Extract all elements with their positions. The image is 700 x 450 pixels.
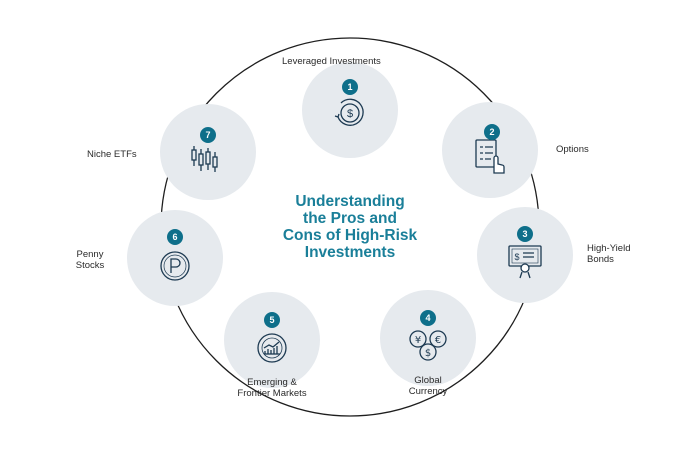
node-circle-6	[127, 210, 223, 306]
label-line: High-Yield	[587, 243, 631, 254]
penny-coin-icon	[160, 251, 190, 281]
node-circle-2	[442, 102, 538, 198]
step-badge-5: 5	[264, 312, 280, 328]
title-line: the Pros and	[303, 210, 397, 227]
label-line: Stocks	[75, 259, 105, 271]
step-badge-4: 4	[420, 310, 436, 326]
svg-text:$: $	[425, 348, 431, 359]
label-line: Emerging &	[247, 377, 297, 388]
label-options: Options	[556, 144, 589, 156]
svg-text:$: $	[514, 252, 519, 262]
node-circle-5	[224, 292, 320, 388]
label-line: Currency	[408, 385, 448, 397]
currency-coins-icon: ¥ € $	[409, 330, 447, 361]
label-line: Bonds	[587, 253, 614, 265]
svg-text:€: €	[435, 335, 441, 346]
dollar-cycle-icon: $	[334, 98, 364, 126]
svg-text:¥: ¥	[415, 335, 421, 346]
title-line: Cons of High-Risk	[282, 227, 418, 244]
node-circle-1	[302, 62, 398, 158]
label-line: Leveraged Investments	[282, 56, 381, 67]
step-badge-1: 1	[342, 79, 358, 95]
label-emerging-frontier-markets: Emerging & Frontier Markets	[222, 377, 322, 399]
candlestick-icon	[191, 146, 218, 172]
bond-certificate-icon: $	[508, 245, 542, 279]
label-niche-etfs: Niche ETFs	[87, 149, 137, 161]
svg-text:$: $	[347, 108, 353, 120]
label-line: Penny	[76, 249, 104, 260]
label-high-yield-bonds: High-Yield Bonds	[587, 243, 631, 265]
checklist-hand-icon	[475, 139, 505, 174]
label-line: Global	[414, 375, 442, 386]
node-circle-4	[380, 290, 476, 386]
growth-chart-icon	[257, 333, 287, 363]
title-line: Understanding	[295, 193, 405, 210]
label-penny-stocks: Penny Stocks	[70, 249, 110, 271]
diagram-title: Understanding the Pros and Cons of High-…	[245, 193, 455, 261]
label-line: Options	[556, 144, 589, 155]
node-circle-3	[477, 207, 573, 303]
title-line: Investments	[304, 244, 396, 261]
step-badge-7: 7	[200, 127, 216, 143]
step-badge-2: 2	[484, 124, 500, 140]
label-global-currency: Global Currency	[398, 375, 458, 397]
step-badge-6: 6	[167, 229, 183, 245]
label-leveraged-investments: Leveraged Investments	[282, 56, 381, 68]
label-line: Niche ETFs	[87, 149, 137, 160]
step-badge-3: 3	[517, 226, 533, 242]
label-line: Frontier Markets	[237, 387, 307, 399]
